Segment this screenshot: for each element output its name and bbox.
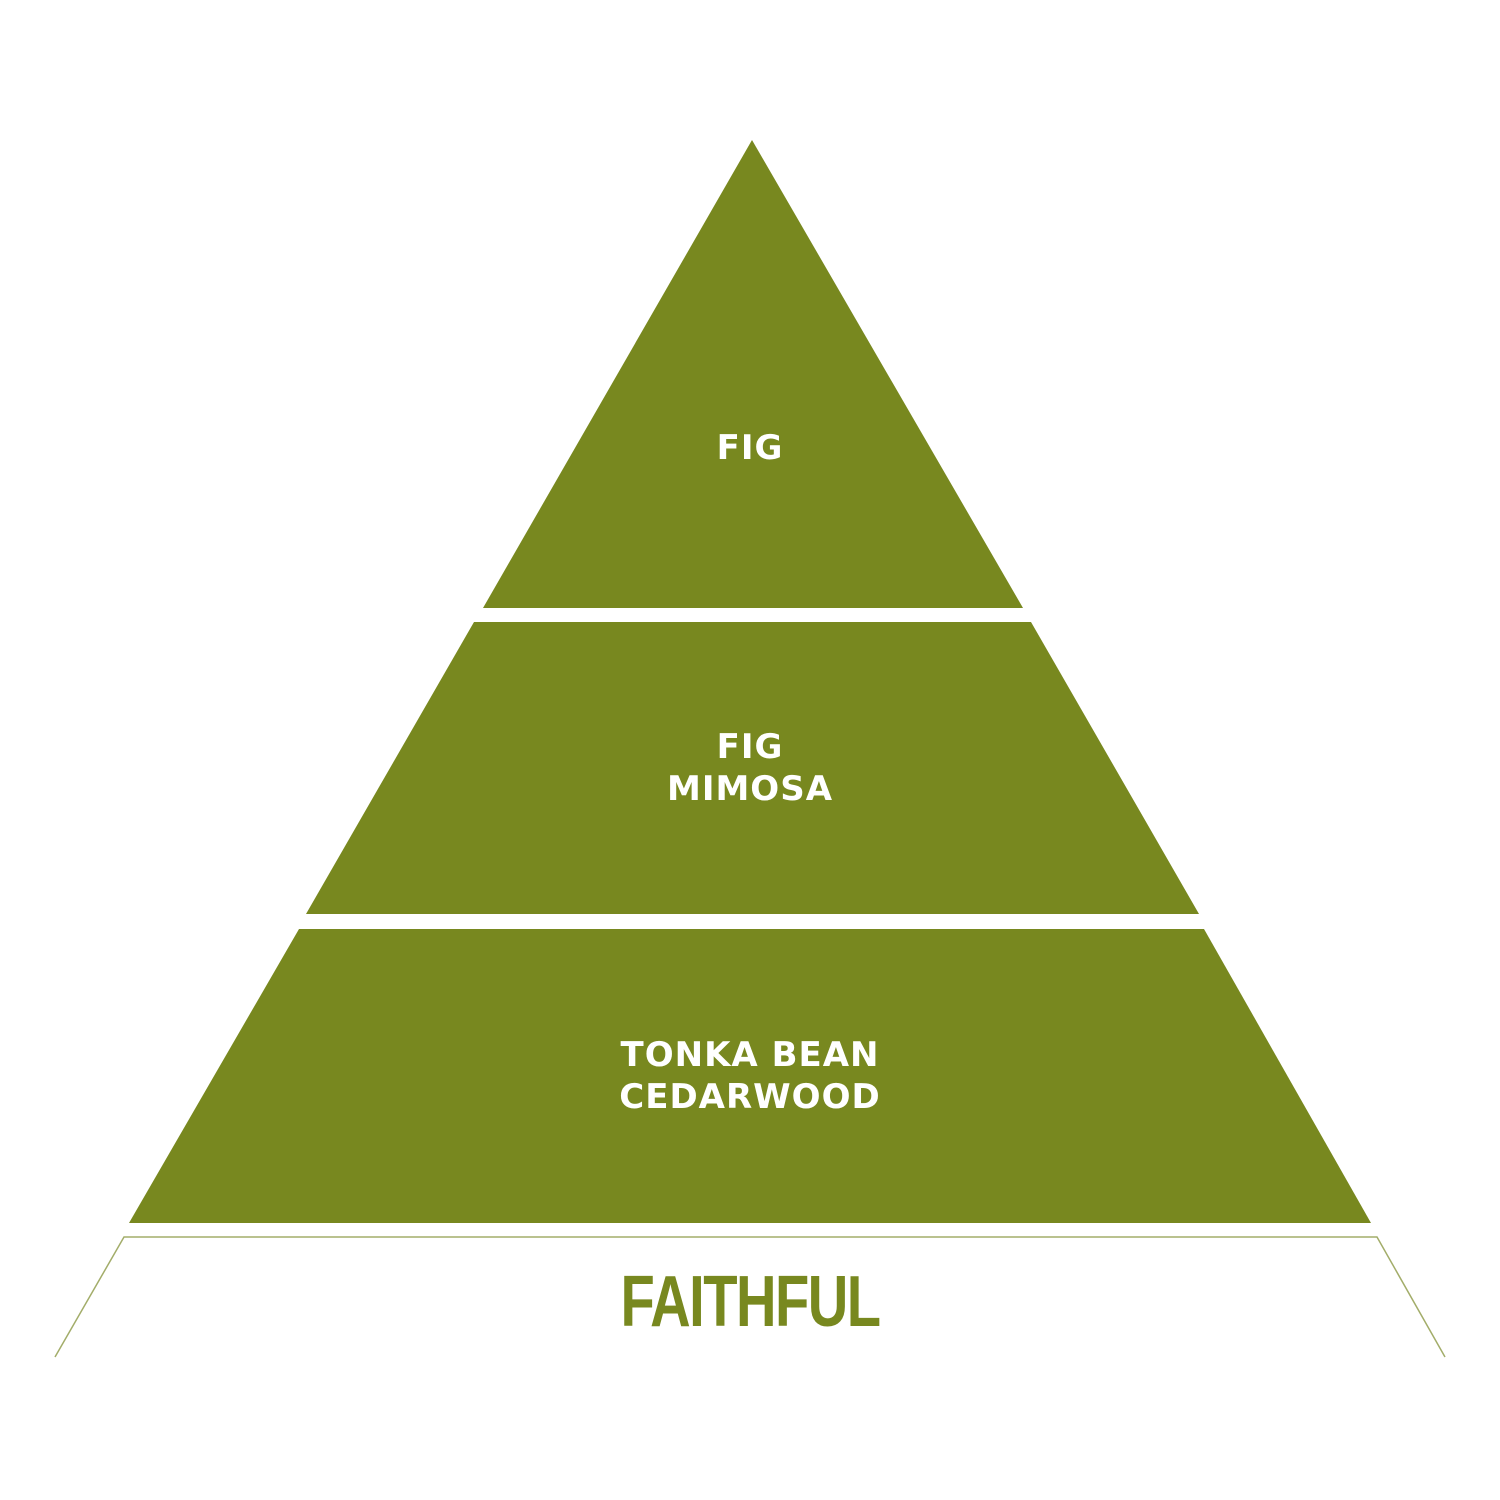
tier-middle-label: FIG MIMOSA	[0, 726, 1500, 810]
tier-top-label: FIG	[0, 427, 1500, 469]
base-label: FAITHFUL	[620, 1262, 881, 1342]
tier-bottom	[129, 929, 1371, 1223]
tier-bottom-line-2: CEDARWOOD	[619, 1077, 881, 1117]
tier-middle-line-2: MIMOSA	[666, 769, 834, 809]
tier-top-line-1: FIG	[716, 428, 784, 468]
tier-middle-line-1: FIG	[716, 727, 784, 767]
base-outline	[54, 1236, 1446, 1358]
tier-bottom-line-1: TONKA BEAN	[620, 1035, 880, 1075]
tier-top	[483, 140, 1023, 608]
tier-bottom-label: TONKA BEAN CEDARWOOD	[0, 1034, 1500, 1118]
tier-middle	[306, 622, 1199, 914]
